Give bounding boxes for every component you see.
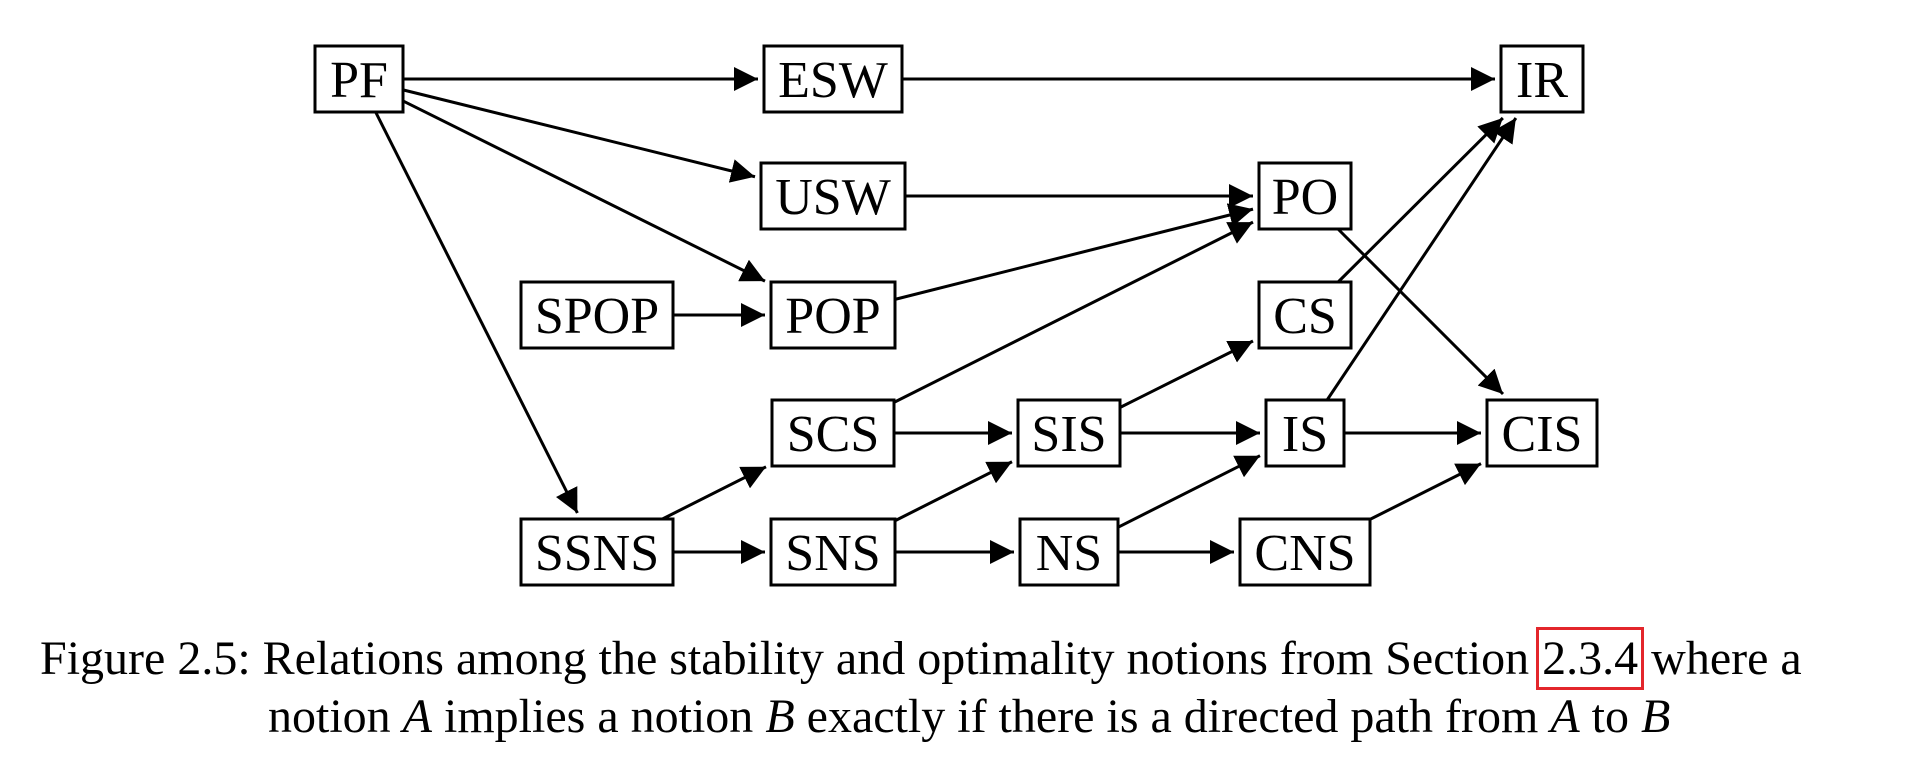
- node-label: ESW: [778, 52, 888, 109]
- section-reference-link[interactable]: 2.3.4: [1536, 627, 1645, 690]
- edge-cns-to-cis: [1369, 462, 1482, 521]
- caption-suffix: where a: [1639, 632, 1802, 685]
- node-box: [769, 517, 897, 587]
- edge-is-to-ir: [1325, 117, 1518, 401]
- node-box: [519, 517, 675, 587]
- node-cis: CIS: [1485, 398, 1599, 468]
- variable-a: A: [1550, 690, 1580, 743]
- node-ir: IR: [1499, 44, 1585, 114]
- node-box: [1016, 398, 1122, 468]
- node-label: CNS: [1254, 525, 1355, 582]
- node-label: CIS: [1502, 406, 1583, 463]
- edge-scs-to-po: [893, 220, 1254, 404]
- node-esw: ESW: [762, 44, 904, 114]
- edge-pf-to-pop: [402, 99, 766, 283]
- edge-sis-to-cs: [1119, 339, 1254, 409]
- node-label: IR: [1516, 52, 1568, 109]
- node-spop: SPOP: [519, 280, 675, 350]
- edge-sns-to-sis: [894, 460, 1013, 523]
- variable-b: B: [1640, 690, 1671, 743]
- node-box: [769, 280, 897, 350]
- node-pop: POP: [769, 280, 897, 350]
- edge-pop-to-po: [894, 203, 1254, 301]
- edge-cs-to-ir: [1337, 116, 1504, 284]
- node-sis: SIS: [1016, 398, 1122, 468]
- node-is: IS: [1264, 398, 1346, 468]
- node-label: USW: [775, 169, 891, 226]
- caption-line-2: notion A implies a notion B exactly if t…: [268, 688, 1670, 746]
- node-label: SCS: [787, 406, 880, 463]
- node-ns: NS: [1018, 517, 1120, 587]
- node-label: POP: [785, 288, 880, 345]
- node-label: NS: [1036, 525, 1102, 582]
- node-box: [519, 280, 675, 350]
- node-ssns: SSNS: [519, 517, 675, 587]
- edge-pf-to-usw: [402, 88, 756, 183]
- node-po: PO: [1257, 161, 1353, 231]
- caption-text: exactly if there is a directed path from: [794, 690, 1551, 743]
- node-box: [1018, 517, 1120, 587]
- node-label: PO: [1272, 169, 1338, 226]
- variable-a: A: [402, 690, 432, 743]
- node-scs: SCS: [770, 398, 896, 468]
- node-label: SSNS: [535, 525, 659, 582]
- node-box: [1238, 517, 1372, 587]
- node-label: SIS: [1031, 406, 1106, 463]
- edges: [374, 67, 1518, 564]
- node-box: [770, 398, 896, 468]
- node-box: [759, 161, 907, 231]
- node-pf: PF: [313, 44, 405, 114]
- node-cs: CS: [1257, 280, 1353, 350]
- node-usw: USW: [759, 161, 907, 231]
- node-box: [1257, 161, 1353, 231]
- variable-b: B: [765, 690, 795, 743]
- node-label: PF: [330, 52, 388, 109]
- node-box: [1499, 44, 1585, 114]
- edge-pf-to-ssns: [374, 111, 579, 514]
- edge-ssns-to-scs: [661, 465, 767, 521]
- caption-text: to: [1579, 690, 1641, 743]
- edge-po-to-cis: [1336, 227, 1505, 396]
- edge-ns-to-is: [1117, 454, 1261, 529]
- node-box: [1485, 398, 1599, 468]
- node-box: [1264, 398, 1346, 468]
- nodes: PF ESW IR USW PO SPOP POP CS SCS SIS IS CIS SSNS SNS N…: [313, 44, 1599, 587]
- node-label: SNS: [785, 525, 880, 582]
- node-label: SPOP: [535, 288, 659, 345]
- node-cns: CNS: [1238, 517, 1372, 587]
- node-box: [313, 44, 405, 114]
- node-box: [1257, 280, 1353, 350]
- caption-text: notion: [268, 690, 403, 743]
- caption-prefix: Figure 2.5: Relations among the stabilit…: [40, 632, 1542, 685]
- node-sns: SNS: [769, 517, 897, 587]
- node-label: CS: [1273, 288, 1337, 345]
- caption-line-1: Figure 2.5: Relations among the stabilit…: [40, 627, 1802, 690]
- caption-text: implies a notion: [432, 690, 766, 743]
- node-label: IS: [1282, 406, 1328, 463]
- node-box: [762, 44, 904, 114]
